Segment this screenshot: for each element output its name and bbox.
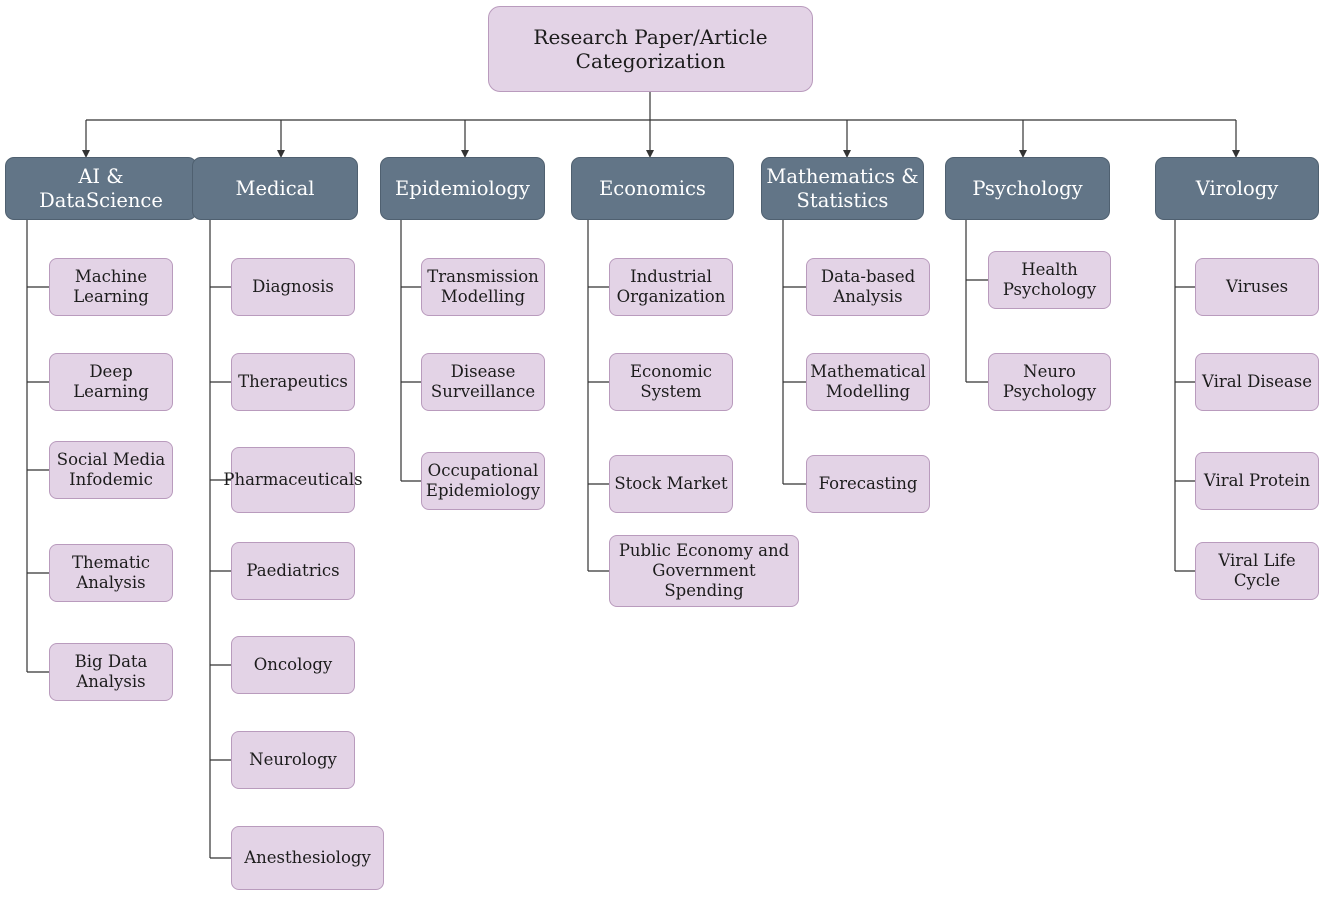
- leaf-node: Neurology: [231, 731, 355, 789]
- category-node-4: Mathematics & Statistics: [761, 157, 924, 220]
- leaf-node-label: Machine Learning: [73, 266, 149, 306]
- leaf-node-label: Forecasting: [818, 473, 918, 493]
- leaf-node: Health Psychology: [988, 251, 1111, 309]
- leaf-node-label: Anesthesiology: [244, 847, 371, 867]
- leaf-node: Transmission Modelling: [421, 258, 545, 316]
- category-node-1-label: Medical: [235, 176, 315, 200]
- leaf-node-label: Pharmaceuticals: [223, 469, 363, 489]
- leaf-node-label: Viral Disease: [1202, 371, 1312, 391]
- leaf-node-label: Economic System: [630, 361, 712, 401]
- leaf-node: Occupational Epidemiology: [421, 452, 545, 510]
- category-node-2: Epidemiology: [380, 157, 545, 220]
- leaf-node: Public Economy and Government Spending: [609, 535, 799, 607]
- leaf-node-label: Public Economy and Government Spending: [618, 540, 790, 601]
- leaf-node-label: Deep Learning: [73, 361, 149, 401]
- leaf-node: Data-based Analysis: [806, 258, 930, 316]
- leaf-node-label: Industrial Organization: [616, 266, 726, 306]
- leaf-node: Therapeutics: [231, 353, 355, 411]
- leaf-node-label: Transmission Modelling: [427, 266, 539, 306]
- category-node-1: Medical: [192, 157, 358, 220]
- category-node-5: Psychology: [945, 157, 1110, 220]
- leaf-node: Viral Protein: [1195, 452, 1319, 510]
- leaf-node: Deep Learning: [49, 353, 173, 411]
- leaf-node-label: Viral Life Cycle: [1218, 550, 1296, 590]
- leaf-node: Viruses: [1195, 258, 1319, 316]
- leaf-node-label: Mathematical Modelling: [810, 361, 926, 401]
- category-node-6-label: Virology: [1195, 176, 1279, 200]
- leaf-node-label: Thematic Analysis: [71, 552, 151, 592]
- leaf-node: Economic System: [609, 353, 733, 411]
- leaf-node: Forecasting: [806, 455, 930, 513]
- category-node-6: Virology: [1155, 157, 1319, 220]
- leaf-node: Industrial Organization: [609, 258, 733, 316]
- category-node-3: Economics: [571, 157, 734, 220]
- category-node-4-label: Mathematics & Statistics: [766, 164, 919, 212]
- category-node-3-label: Economics: [599, 176, 706, 200]
- leaf-node: Disease Surveillance: [421, 353, 545, 411]
- category-node-0: AI & DataScience: [5, 157, 197, 220]
- leaf-node: Machine Learning: [49, 258, 173, 316]
- leaf-node-label: Diagnosis: [252, 276, 334, 296]
- leaf-node: Neuro Psychology: [988, 353, 1111, 411]
- leaf-node-label: Viral Protein: [1203, 470, 1311, 490]
- leaf-node: Pharmaceuticals: [223, 447, 363, 513]
- leaf-node-label: Big Data Analysis: [74, 651, 148, 691]
- leaf-node: Diagnosis: [231, 258, 355, 316]
- leaf-node-label: Viruses: [1225, 276, 1289, 296]
- leaf-node: Stock Market: [609, 455, 733, 513]
- leaf-node: Paediatrics: [231, 542, 355, 600]
- leaf-node-label: Health Psychology: [1002, 259, 1097, 299]
- leaf-node-label: Paediatrics: [246, 560, 340, 580]
- leaf-node-label: Neuro Psychology: [1002, 361, 1097, 401]
- leaf-node: Anesthesiology: [231, 826, 384, 890]
- leaf-node: Viral Life Cycle: [1195, 542, 1319, 600]
- leaf-node-label: Neurology: [249, 749, 337, 769]
- category-node-5-label: Psychology: [972, 176, 1083, 200]
- category-node-0-label: AI & DataScience: [39, 164, 163, 212]
- leaf-node: Big Data Analysis: [49, 643, 173, 701]
- leaf-node-label: Oncology: [253, 654, 333, 674]
- leaf-node: Oncology: [231, 636, 355, 694]
- root-node-label: Research Paper/Article Categorization: [533, 24, 768, 73]
- leaf-node: Thematic Analysis: [49, 544, 173, 602]
- leaf-node-label: Social Media Infodemic: [56, 449, 166, 489]
- category-node-2-label: Epidemiology: [395, 176, 530, 200]
- leaf-node-label: Occupational Epidemiology: [425, 460, 541, 500]
- leaf-node: Social Media Infodemic: [49, 441, 173, 499]
- leaf-node-label: Data-based Analysis: [820, 266, 916, 306]
- leaf-node-label: Disease Surveillance: [430, 361, 536, 401]
- leaf-node-label: Therapeutics: [238, 371, 348, 391]
- leaf-node: Mathematical Modelling: [806, 353, 930, 411]
- leaf-node: Viral Disease: [1195, 353, 1319, 411]
- root-node: Research Paper/Article Categorization: [488, 6, 813, 92]
- leaf-node-label: Stock Market: [614, 473, 728, 493]
